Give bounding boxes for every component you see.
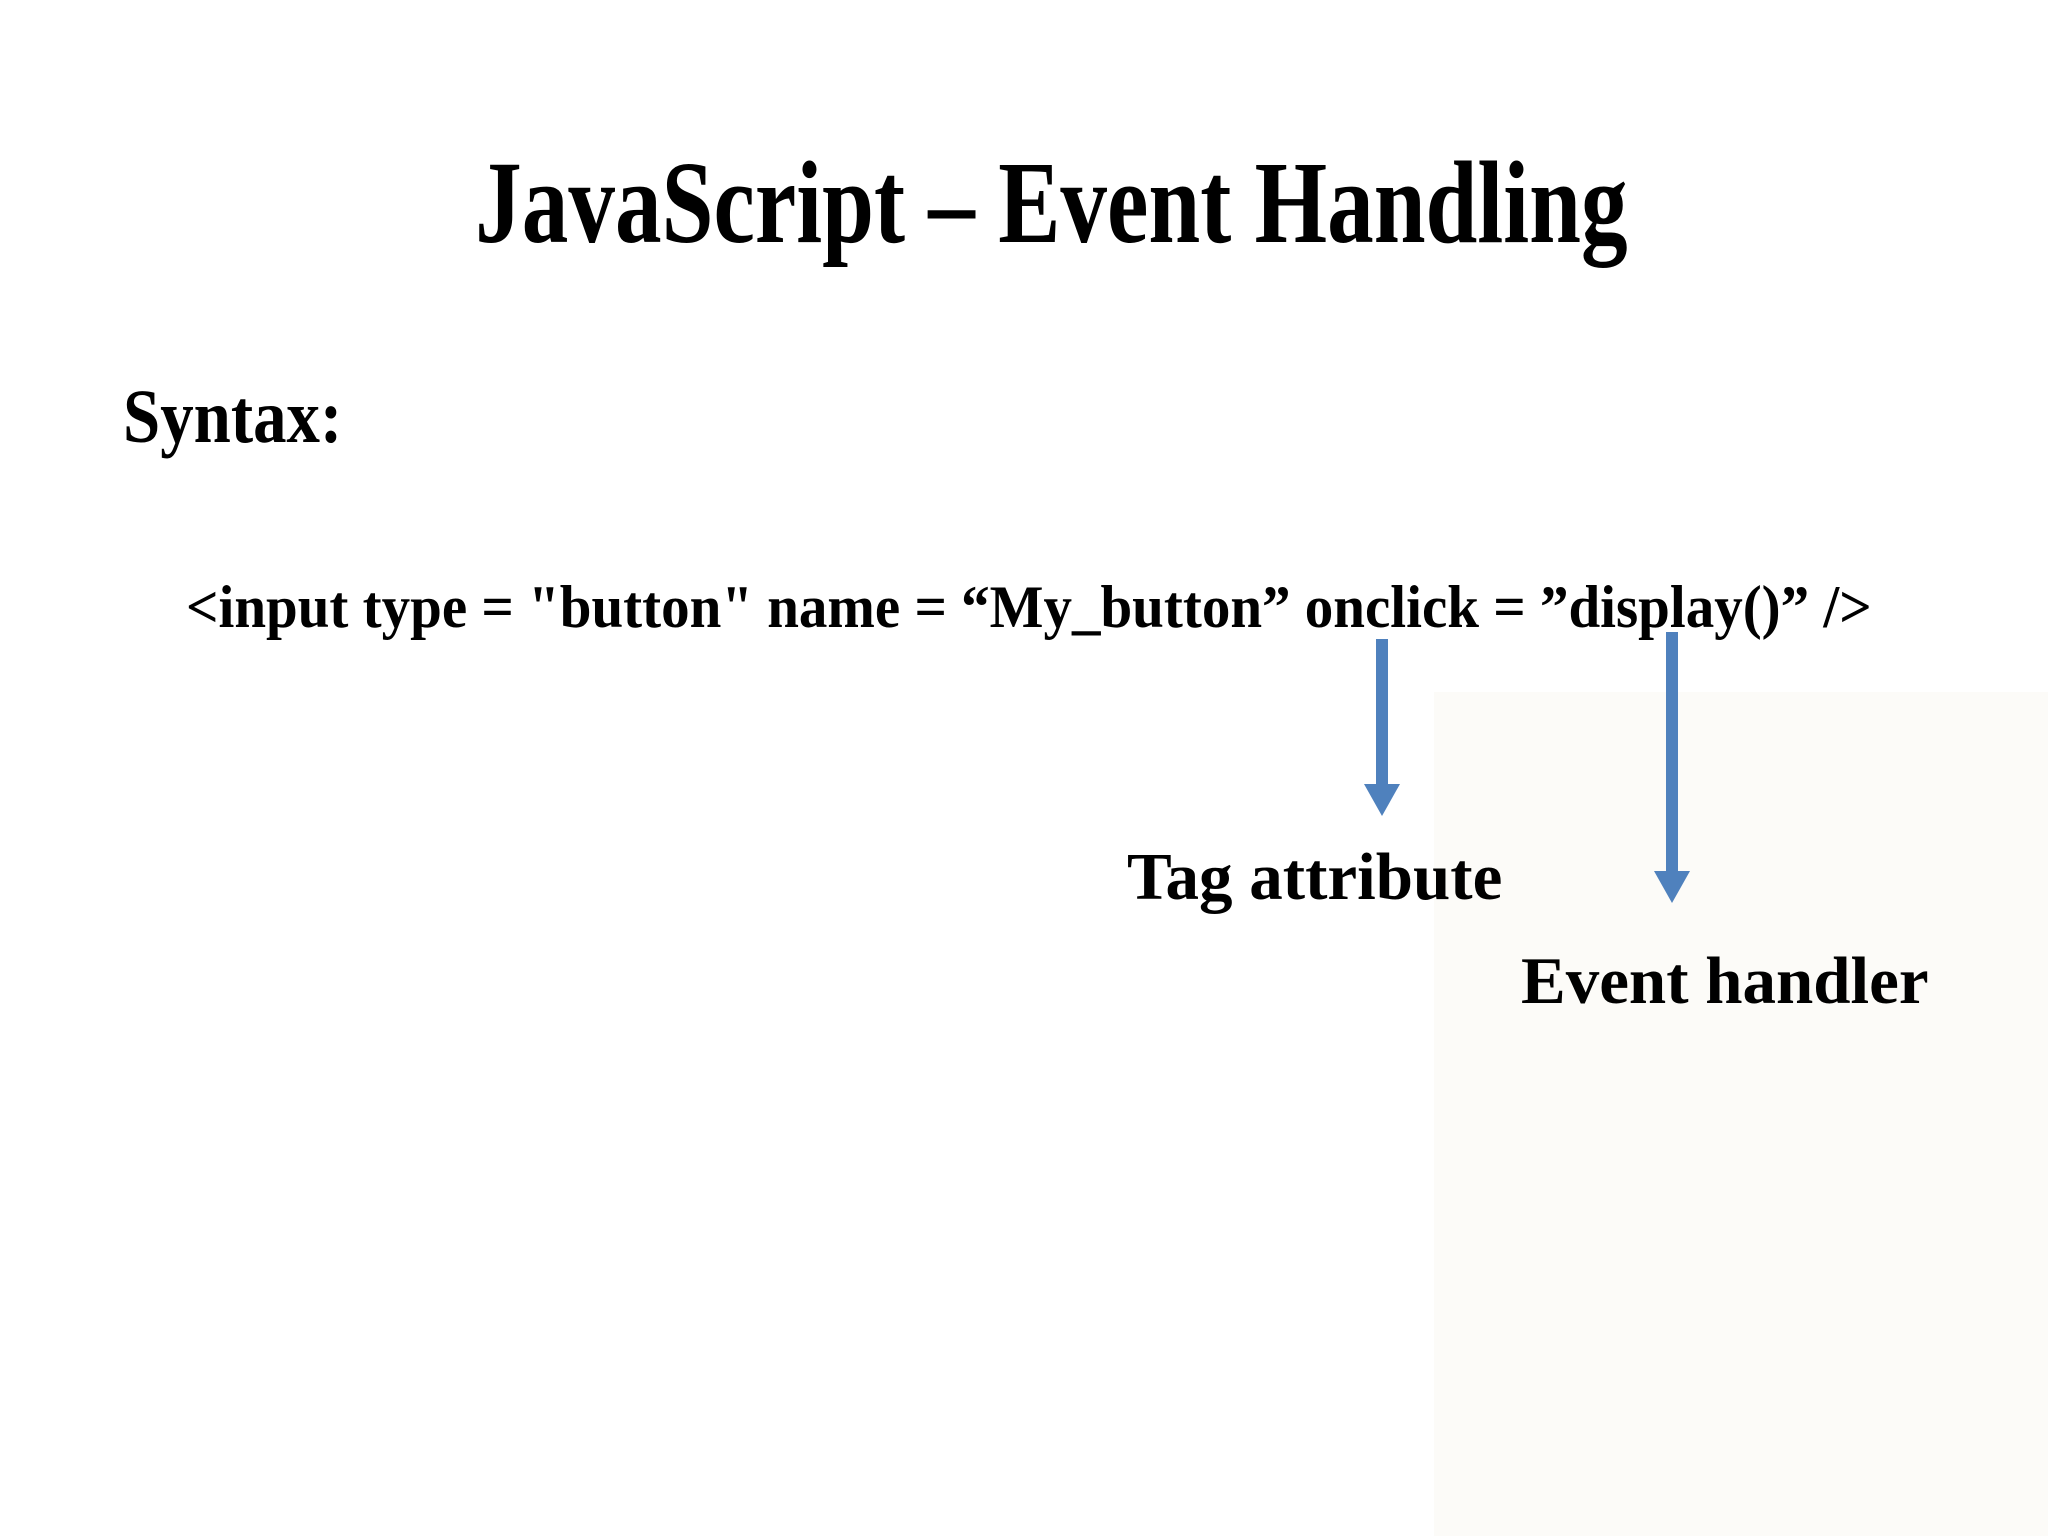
background-tint-panel xyxy=(1434,692,2048,1536)
down-arrow-icon xyxy=(1654,632,1690,903)
slide-title-text: JavaScript – Event Handling xyxy=(474,137,1628,268)
arrow-shaft xyxy=(1376,639,1388,784)
arrow-shaft xyxy=(1666,632,1678,871)
event-handler-label: Event handler xyxy=(1521,944,1929,1018)
arrow-head xyxy=(1364,784,1400,816)
slide-title: JavaScript – Event Handling xyxy=(0,144,2048,262)
syntax-heading: Syntax: xyxy=(123,375,343,459)
tag-attribute-label: Tag attribute xyxy=(1127,840,1503,914)
code-snippet: <input type = "button" name = “My_button… xyxy=(186,574,1872,640)
down-arrow-icon xyxy=(1364,639,1400,816)
arrow-head xyxy=(1654,871,1690,903)
